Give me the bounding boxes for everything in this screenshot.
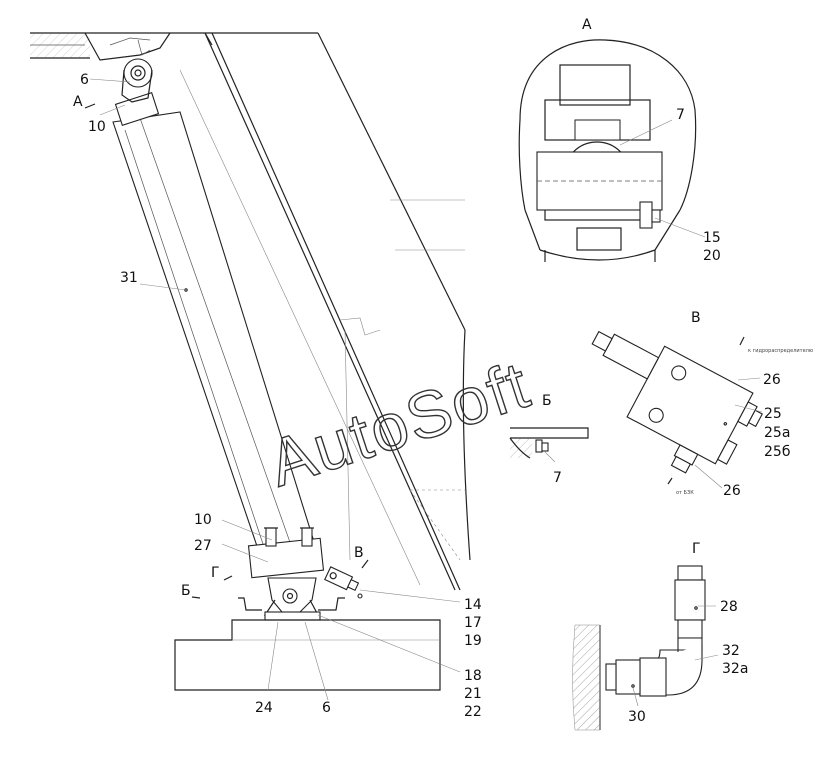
label-v-25b: 25б <box>764 444 790 460</box>
label-g-28: 28 <box>720 599 738 615</box>
label-main-a: А <box>73 94 83 110</box>
label-main-10-top: 10 <box>88 119 106 135</box>
label-g-32a: 32а <box>722 661 748 677</box>
fitting-v <box>324 566 360 592</box>
label-main-22: 22 <box>464 704 482 720</box>
view-v: к гидрораспределителю от БЗК <box>591 330 813 496</box>
label-main-6-top: 6 <box>80 72 89 88</box>
label-main-27: 27 <box>194 538 212 554</box>
label-main-6-bottom: 6 <box>322 700 331 716</box>
label-main-31: 31 <box>120 270 138 286</box>
label-a-15: 15 <box>703 230 721 246</box>
label-v-25: 25 <box>764 406 782 422</box>
label-main-g: Г <box>211 565 220 581</box>
watermark-text: AutoSoft <box>260 347 539 501</box>
view-g <box>572 565 719 731</box>
label-main-b: Б <box>181 583 191 599</box>
label-main-19: 19 <box>464 633 482 649</box>
label-a-7: 7 <box>676 107 685 123</box>
label-main-24: 24 <box>255 700 273 716</box>
note-from-bzk: от БЗК <box>676 490 694 496</box>
hydraulic-cylinder <box>112 39 316 556</box>
labels: А В Б Г 6 А 10 31 10 27 Г Б В 14 17 19 1… <box>73 17 790 725</box>
label-g-30: 30 <box>628 709 646 725</box>
label-main-v: В <box>354 545 364 561</box>
view-title-b: Б <box>542 393 552 409</box>
view-b <box>509 427 589 463</box>
view-title-g: Г <box>692 541 701 557</box>
top-frame <box>30 32 318 61</box>
main-leaders <box>84 78 461 701</box>
label-v-26-bottom: 26 <box>723 483 741 499</box>
note-to-distributor: к гидрораспределителю <box>748 348 813 354</box>
body-walls <box>179 32 471 591</box>
label-a-20: 20 <box>703 248 721 264</box>
bottom-mount <box>174 527 441 691</box>
label-main-17: 17 <box>464 615 482 631</box>
label-g-32: 32 <box>722 643 740 659</box>
label-b-7: 7 <box>553 470 562 486</box>
label-main-10-bottom: 10 <box>194 512 212 528</box>
label-v-26-top: 26 <box>763 372 781 388</box>
label-main-18: 18 <box>464 668 482 684</box>
label-main-21: 21 <box>464 686 482 702</box>
view-title-v: В <box>691 310 701 326</box>
view-a <box>518 39 706 262</box>
view-title-a: А <box>582 17 592 33</box>
label-main-14: 14 <box>464 597 482 613</box>
main-view <box>30 32 471 701</box>
label-v-25a: 25а <box>764 425 790 441</box>
